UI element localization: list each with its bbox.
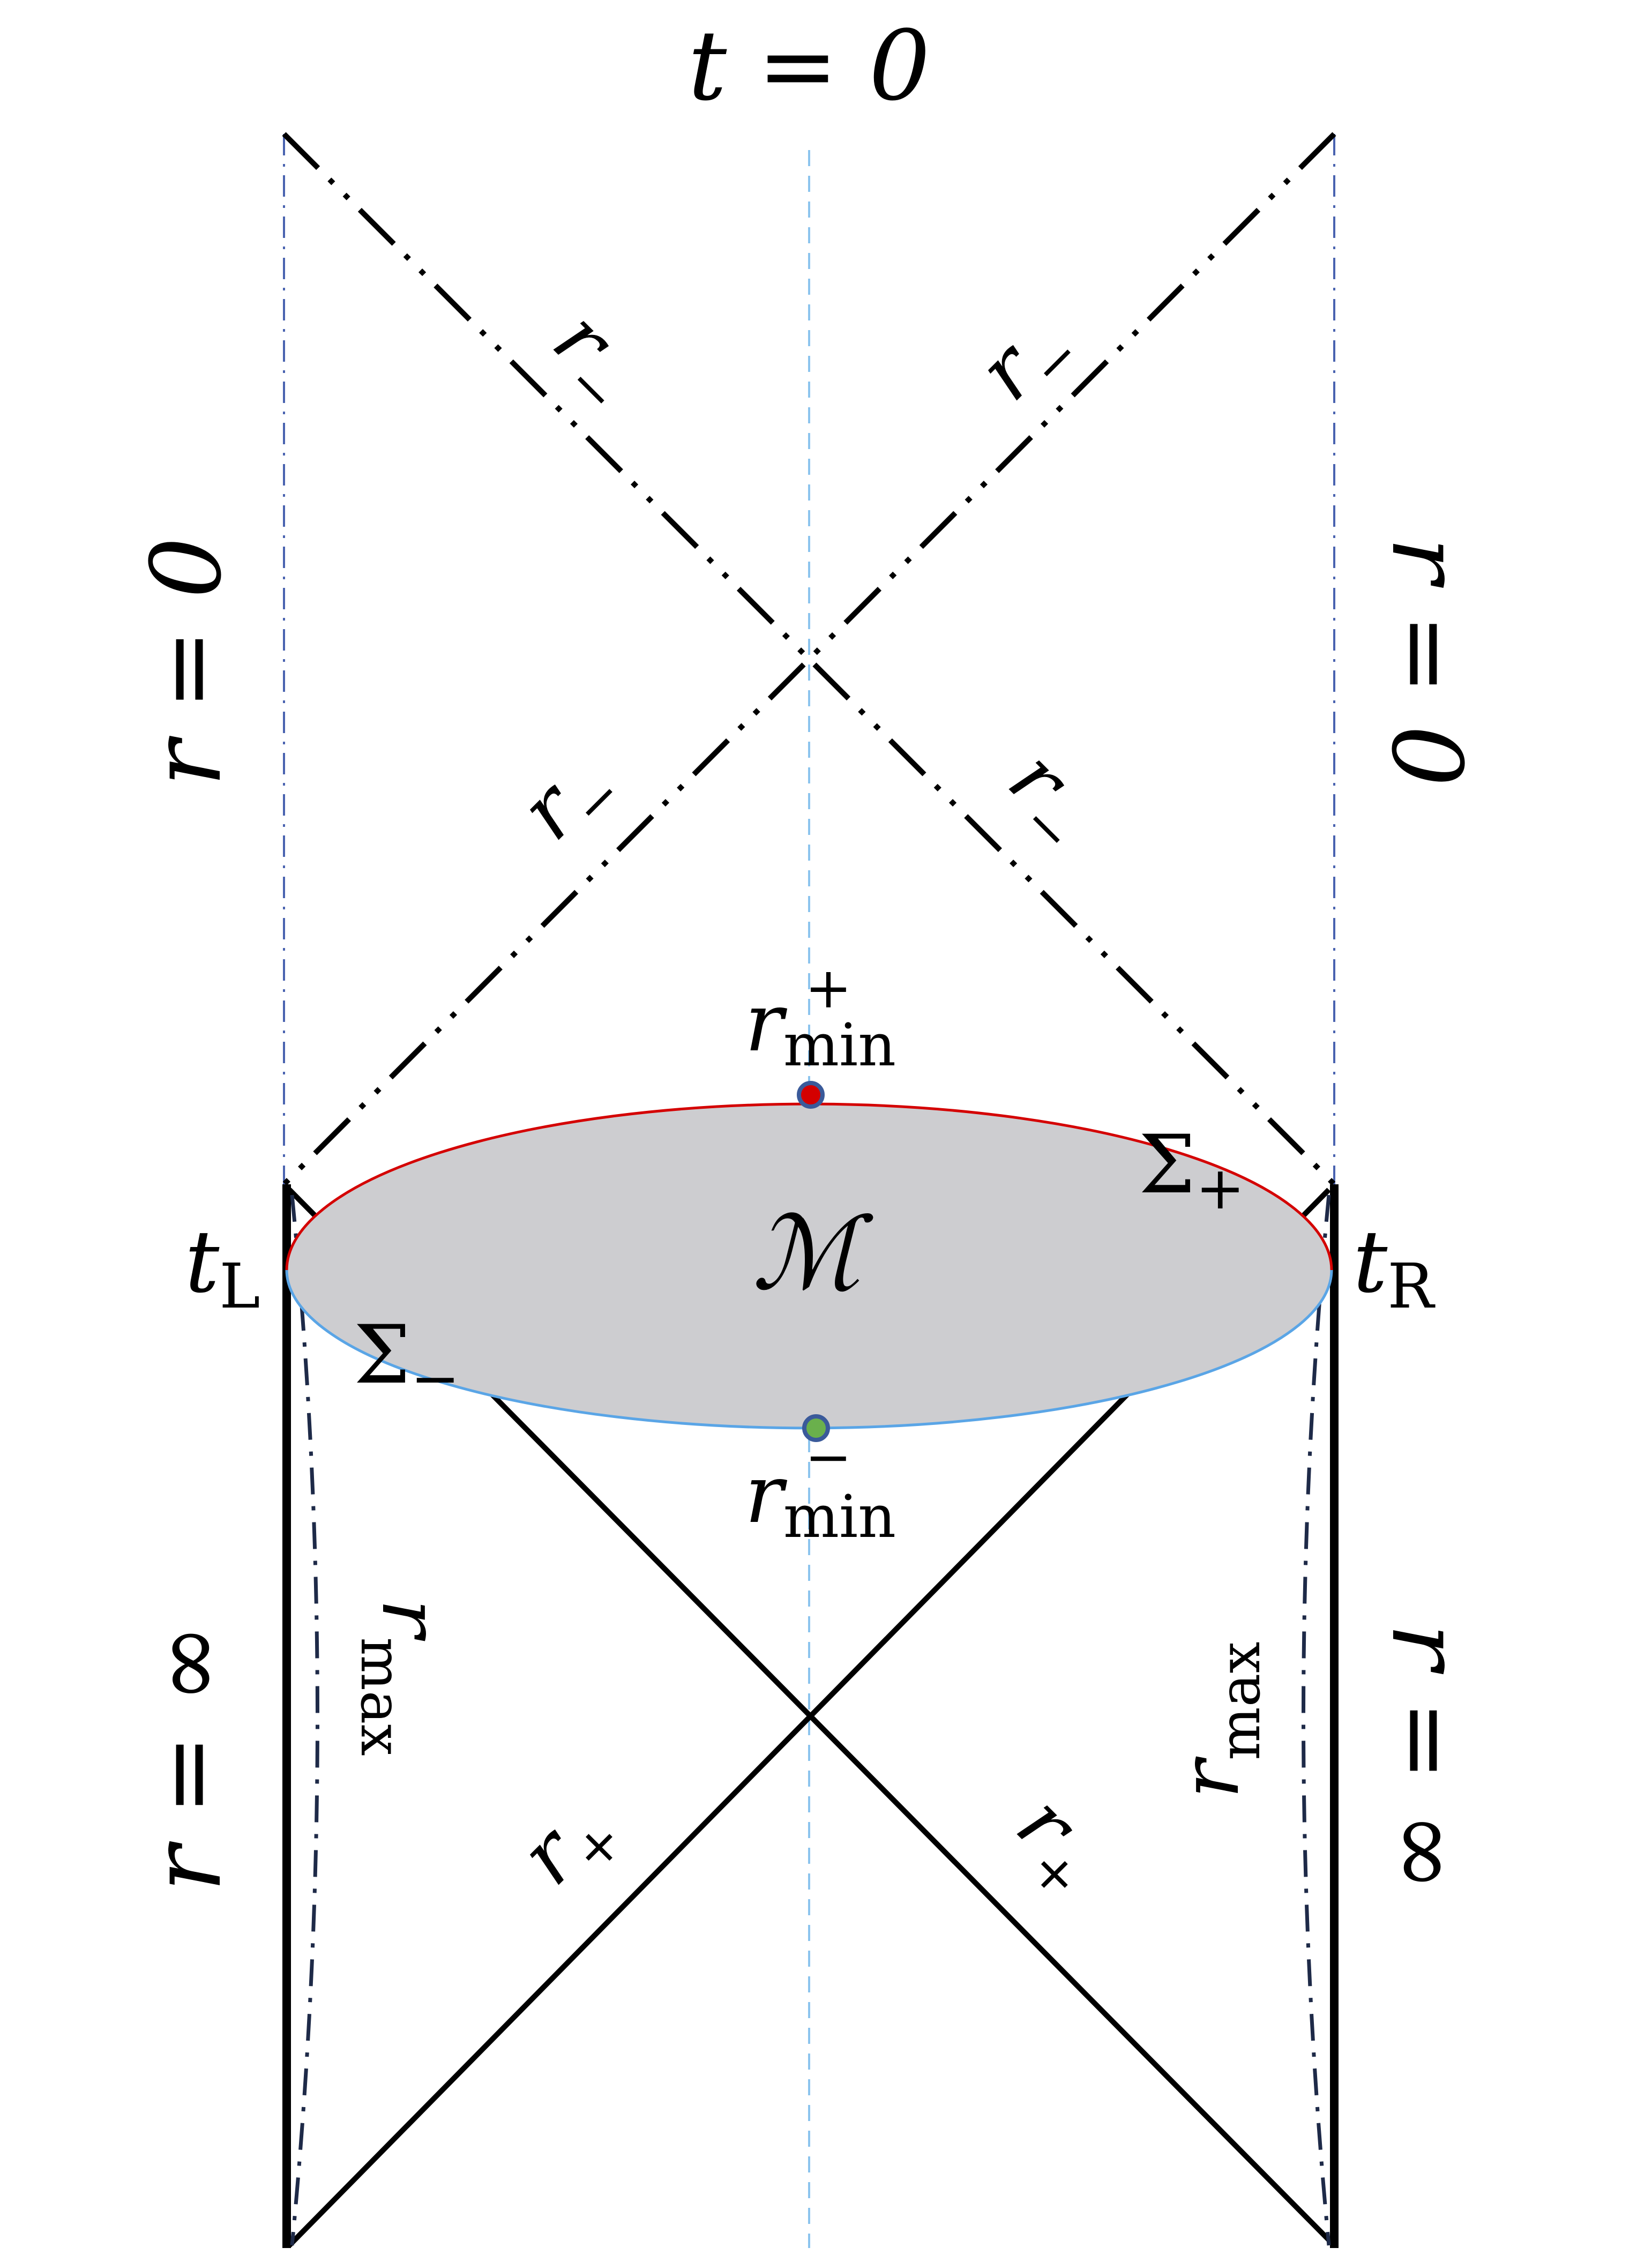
tL-label: tL	[185, 1212, 260, 1323]
t0-label: t = 0	[688, 10, 930, 122]
rmin-plus-sup: +	[805, 955, 852, 1021]
rmax-label-left: rmax	[348, 1599, 457, 1756]
svg-text:r+: r+	[990, 1778, 1124, 1911]
sigma-plus-label: Σ+	[1139, 1118, 1245, 1222]
r-minus-horizon-1	[282, 132, 1336, 1186]
svg-text:r−: r−	[527, 293, 660, 427]
rmin-minus-sup: −	[805, 1424, 852, 1490]
r-plus-label-right: r+	[990, 1778, 1124, 1911]
rinf-left-label: r = ∞	[131, 1623, 243, 1892]
manifold-label: ℳ	[752, 1194, 873, 1313]
r-minus-label-lower-left: r−	[502, 733, 636, 866]
region-m-fill	[287, 1104, 1332, 1428]
sigma-minus-label: Σ−	[354, 1309, 460, 1413]
r-minus-label-upper-right: r−	[960, 293, 1094, 427]
left-rmax-surface	[290, 1194, 319, 2246]
svg-text:rmax: rmax	[348, 1599, 457, 1756]
right-rmax-surface	[1302, 1194, 1331, 2246]
svg-text:rmax: rmax	[1164, 1641, 1273, 1798]
rmin-minus-point	[802, 1414, 830, 1442]
r-plus-label-left: r+	[502, 1778, 636, 1911]
svg-text:r+: r+	[502, 1778, 636, 1911]
r-minus-label-upper-left: r−	[527, 293, 660, 427]
svg-text:r−: r−	[960, 293, 1094, 427]
r0-right-label: r = 0	[1370, 537, 1482, 787]
svg-text:r−: r−	[982, 733, 1116, 866]
r-minus-label-lower-right: r−	[982, 733, 1116, 866]
rmax-label-right: rmax	[1164, 1641, 1273, 1798]
rmin-plus-point	[797, 1081, 825, 1109]
svg-text:r−: r−	[502, 733, 636, 866]
r0-left-label: r = 0	[131, 537, 243, 787]
rinf-right-label: r = ∞	[1370, 1623, 1482, 1892]
tR-label: tR	[1353, 1212, 1436, 1323]
rmin-plus-label: rmin	[745, 976, 896, 1079]
r-minus-horizon-2	[282, 132, 1336, 1186]
rmin-minus-label: rmin	[745, 1448, 896, 1551]
